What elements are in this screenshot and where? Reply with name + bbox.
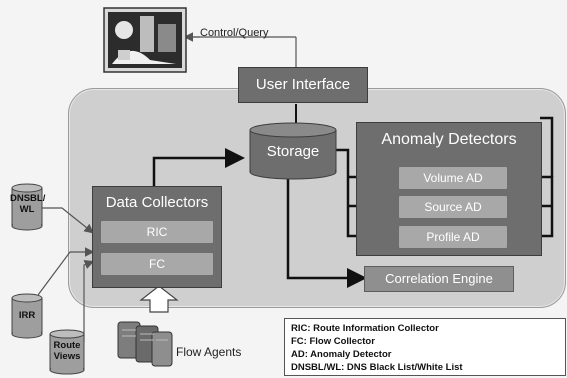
dnsbl-arrow: [42, 207, 94, 234]
legend-line: DNSBL/WL: DNS Black List/White List: [291, 362, 463, 373]
profile-ad-box[interactable]: Profile AD: [398, 225, 508, 249]
storage-label: Storage: [266, 143, 320, 160]
anomaly-detectors-title: Anomaly Detectors: [381, 131, 517, 148]
legend-line: AD: Anomaly Detector: [291, 349, 392, 360]
collector-storage-arrow: [152, 148, 245, 186]
correlation-engine-box[interactable]: Correlation Engine: [364, 266, 514, 292]
irr-arrow: [37, 247, 95, 296]
irr-label: IRR: [18, 310, 36, 321]
routeviews-arrow: [83, 260, 95, 342]
fc-box[interactable]: FC: [100, 252, 214, 276]
dnsbl-label: DNSBL/ WL: [10, 193, 46, 215]
legend-line: FC: Flow Collector: [291, 336, 375, 347]
flow-agents-label: Flow Agents: [176, 345, 242, 359]
storage-correlation-arrow: [286, 175, 367, 288]
control-query-label: Control/Query: [200, 27, 269, 39]
ad-feedback-line: [540, 116, 554, 177]
legend-box: RIC: Route Information Collector FC: Flo…: [284, 318, 566, 376]
volume-ad-box[interactable]: Volume AD: [398, 166, 508, 190]
flow-agents-arrow: [139, 285, 179, 313]
route-views-label: Route Views: [53, 340, 81, 362]
source-ad-box[interactable]: Source AD: [398, 195, 508, 219]
ric-box[interactable]: RIC: [100, 220, 214, 244]
legend-line: RIC: Route Information Collector: [291, 323, 439, 334]
data-collectors-title: Data Collectors: [105, 194, 209, 211]
user-interface-box[interactable]: User Interface: [238, 67, 368, 103]
